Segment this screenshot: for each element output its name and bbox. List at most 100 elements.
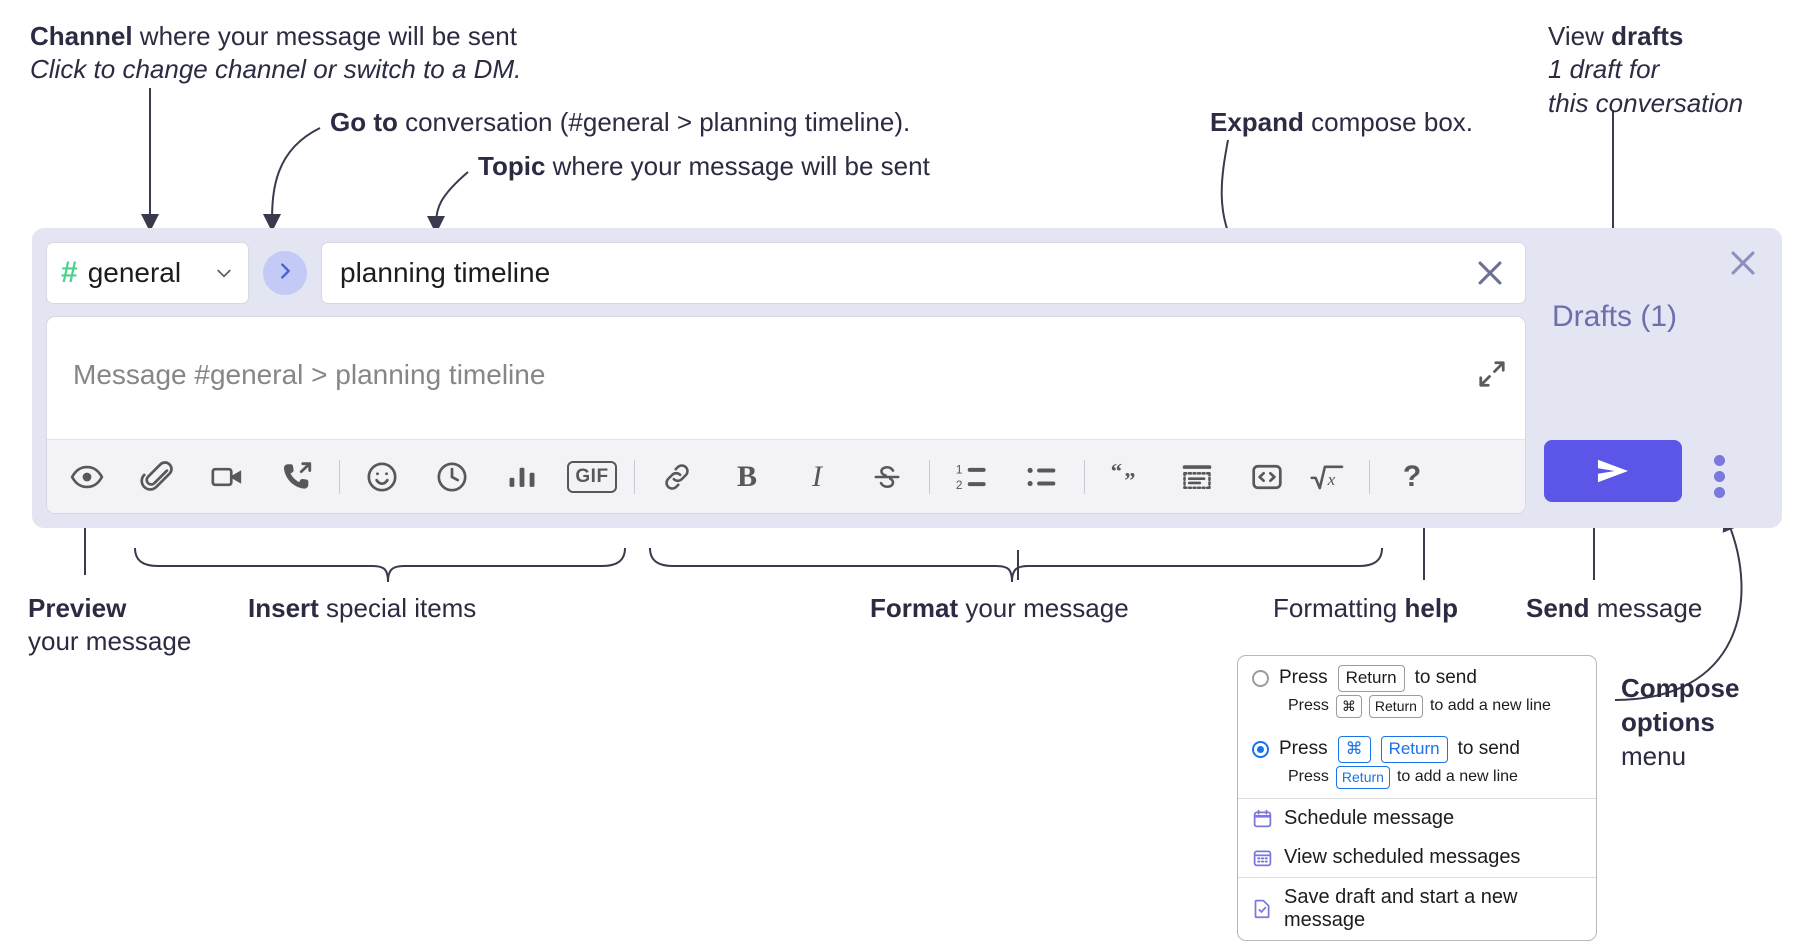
video-camera-icon[interactable] xyxy=(201,451,253,503)
italic-label: I xyxy=(812,459,822,493)
menu-item-schedule-message[interactable]: Schedule message xyxy=(1238,799,1596,838)
chevron-down-icon xyxy=(214,263,234,283)
phone-forward-icon[interactable] xyxy=(271,451,323,503)
save-draft-icon xyxy=(1252,898,1273,919)
emoji-icon[interactable] xyxy=(356,451,408,503)
message-input-box[interactable]: Message #general > planning timeline xyxy=(46,316,1526,514)
kebab-dot xyxy=(1714,471,1725,482)
radio-selected[interactable] xyxy=(1252,740,1269,758)
topic-input[interactable]: planning timeline xyxy=(321,242,1526,304)
annotation-expand-rest: compose box. xyxy=(1303,107,1474,137)
annotation-insert-rest: special items xyxy=(318,593,477,623)
option1-sub-press: Press xyxy=(1288,697,1329,715)
bulleted-list-icon[interactable] xyxy=(1016,451,1068,503)
italic-icon[interactable]: I xyxy=(791,451,843,503)
menu-item-save-draft[interactable]: Save draft and start a new message xyxy=(1238,878,1596,940)
code-block-icon[interactable] xyxy=(1171,451,1223,503)
channel-selector[interactable]: # general xyxy=(46,242,249,304)
option2-sub-press: Press xyxy=(1288,768,1329,786)
annotation-drafts-pre: View xyxy=(1548,21,1612,51)
annotation-channel-rest: where your message will be sent xyxy=(132,21,517,51)
strikethrough-icon[interactable] xyxy=(861,451,913,503)
more-vertical-icon[interactable] xyxy=(1714,450,1728,503)
link-icon[interactable] xyxy=(651,451,703,503)
kebab-dot xyxy=(1714,455,1725,466)
expand-icon[interactable] xyxy=(1477,359,1507,389)
toolbar-separator xyxy=(634,459,635,494)
menu-divider xyxy=(1238,876,1596,878)
menu-option1-sub: Press ⌘ Return to add a new line xyxy=(1238,694,1596,727)
math-icon[interactable]: x xyxy=(1301,451,1353,503)
code-icon[interactable] xyxy=(1241,451,1293,503)
annotation-topic-rest: where your message will be sent xyxy=(545,151,930,181)
svg-text:2: 2 xyxy=(956,477,963,491)
gif-icon[interactable]: GIF xyxy=(566,451,618,503)
annotation-channel: Channel where your message will be sent … xyxy=(30,20,521,87)
option1-key-return: Return xyxy=(1337,665,1405,692)
svg-text:1: 1 xyxy=(956,462,963,476)
annotation-preview-bold: Preview xyxy=(28,593,127,623)
annotation-compose-bold2: options xyxy=(1621,706,1715,737)
annotation-drafts: View drafts 1 draft for this conversatio… xyxy=(1548,20,1743,120)
annotation-send-rest: message xyxy=(1589,593,1703,623)
annotation-channel-bold: Channel xyxy=(30,21,133,51)
send-button[interactable] xyxy=(1544,440,1682,502)
message-placeholder: Message #general > planning timeline xyxy=(73,359,546,390)
option1-to-send: to send xyxy=(1414,667,1477,689)
option2-press: Press xyxy=(1279,738,1328,760)
annotation-drafts-bold: drafts xyxy=(1611,21,1684,51)
menu-item-view-scheduled-messages[interactable]: View scheduled messages xyxy=(1238,838,1596,877)
bold-icon[interactable]: B xyxy=(721,451,773,503)
toolbar-separator xyxy=(1084,459,1085,494)
panel-close-icon[interactable] xyxy=(1726,246,1760,280)
svg-text:x: x xyxy=(1327,470,1336,489)
svg-text:“: “ xyxy=(1111,460,1122,483)
drafts-link[interactable]: Drafts (1) xyxy=(1552,300,1678,333)
annotation-format-bold: Format xyxy=(870,593,959,623)
attachment-icon[interactable] xyxy=(131,451,183,503)
annotation-expand-bold: Expand xyxy=(1210,107,1304,137)
annotation-topic: Topic where your message will be sent xyxy=(478,150,930,183)
menu-item-label: View scheduled messages xyxy=(1284,845,1521,868)
channel-name: general xyxy=(87,257,182,288)
annotation-channel-italic: Click to change channel or switch to a D… xyxy=(30,54,522,85)
goto-conversation-button[interactable] xyxy=(263,251,307,295)
menu-divider xyxy=(1238,797,1596,799)
annotation-insert-bold: Insert xyxy=(248,593,319,623)
gif-label: GIF xyxy=(567,460,617,493)
chevron-right-icon xyxy=(274,260,296,287)
preview-icon[interactable] xyxy=(61,451,113,503)
option2-sub-key-return: Return xyxy=(1335,765,1390,789)
annotation-preview: Preview your message xyxy=(28,592,191,659)
annotation-format-rest: your message xyxy=(958,593,1129,623)
menu-option-return-to-send[interactable]: Press Return to send xyxy=(1238,656,1596,695)
option1-sub-key-cmd: ⌘ xyxy=(1335,694,1362,718)
clock-icon[interactable] xyxy=(426,451,478,503)
option2-key-return: Return xyxy=(1380,735,1448,763)
topic-value: planning timeline xyxy=(340,257,551,288)
menu-item-label: Save draft and start a new message xyxy=(1284,885,1518,931)
kebab-dot xyxy=(1714,487,1725,498)
menu-option2-sub: Press Return to add a new line xyxy=(1238,765,1596,798)
ordered-list-icon[interactable]: 1 2 xyxy=(946,451,998,503)
option2-sub-rest: to add a new line xyxy=(1396,768,1518,786)
annotation-insert: Insert special items xyxy=(248,592,476,625)
channel-row: # general planning timeline xyxy=(46,242,1526,304)
annotation-help-pre: Formatting xyxy=(1273,593,1405,623)
toolbar-separator xyxy=(339,459,340,494)
menu-option-cmd-return-to-send[interactable]: Press ⌘ Return to send xyxy=(1238,727,1596,766)
annotation-compose-line3: menu xyxy=(1621,740,1687,771)
calendar-schedule-icon xyxy=(1252,808,1273,829)
radio-unselected[interactable] xyxy=(1252,669,1269,687)
send-paper-plane-icon xyxy=(1597,459,1629,483)
compose-options-menu: Press Return to send Press ⌘ Return to a… xyxy=(1237,655,1597,941)
bar-chart-icon[interactable] xyxy=(496,451,548,503)
help-icon[interactable]: ? xyxy=(1386,451,1438,503)
annotation-help-bold: help xyxy=(1404,593,1458,623)
option2-to-send: to send xyxy=(1457,738,1520,760)
blockquote-icon[interactable]: “ ” xyxy=(1101,451,1153,503)
svg-text:”: ” xyxy=(1124,467,1135,492)
option1-sub-key-return: Return xyxy=(1368,694,1423,718)
close-icon[interactable] xyxy=(1473,256,1507,290)
